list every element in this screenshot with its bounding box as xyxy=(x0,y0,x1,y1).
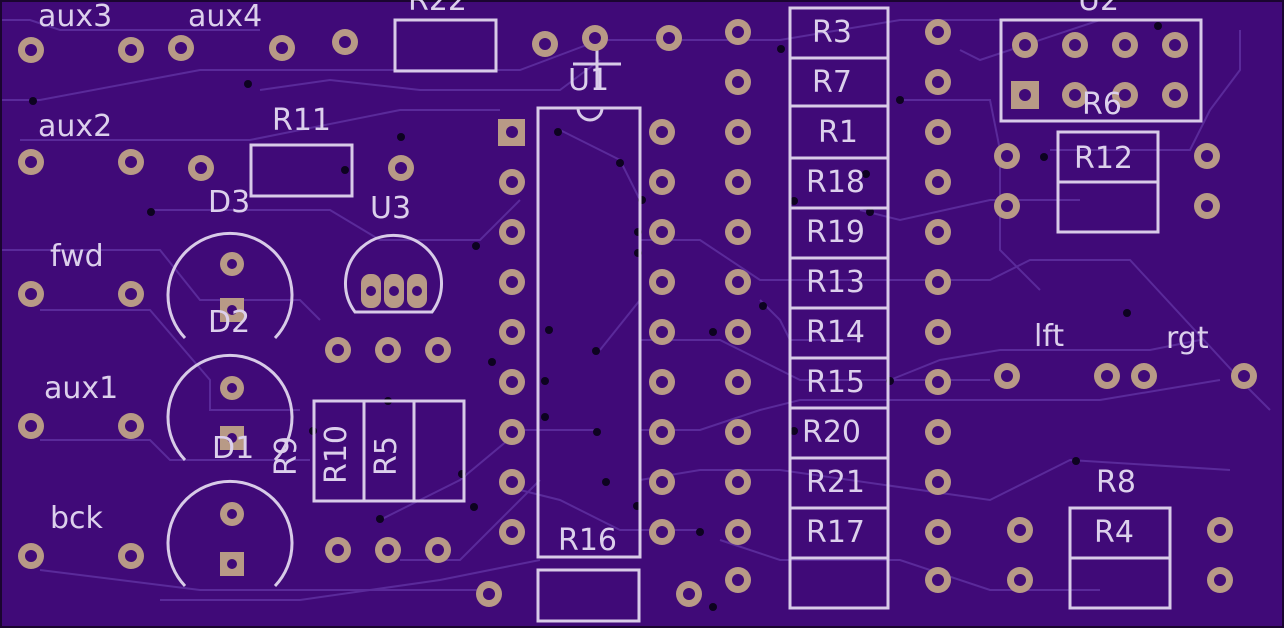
label-r11: R11 xyxy=(272,103,332,138)
stack-label: R3 xyxy=(812,15,852,50)
stack-label: R18 xyxy=(806,165,866,200)
r16-outline xyxy=(536,568,641,623)
label-u3: U3 xyxy=(370,191,412,226)
r22-outline xyxy=(393,18,498,73)
label-d2: D2 xyxy=(208,305,251,340)
u2-outline xyxy=(999,18,1203,123)
label-u2: U2 xyxy=(1078,0,1120,18)
label-r5: R5 xyxy=(369,436,404,476)
vias xyxy=(29,22,1162,611)
d1-outline xyxy=(166,479,294,588)
stack-label: R20 xyxy=(802,415,862,450)
label-bck: bck xyxy=(50,501,103,536)
stack-label: R19 xyxy=(806,215,866,250)
label-fwd: fwd xyxy=(50,239,104,274)
label-aux3: aux3 xyxy=(38,0,113,34)
stack-label: R14 xyxy=(806,315,866,350)
label-d3: D3 xyxy=(208,185,251,220)
u3-outline xyxy=(344,233,443,314)
r10-r5-outline xyxy=(312,399,466,503)
label-r8: R8 xyxy=(1096,465,1136,500)
stack-label: R15 xyxy=(806,365,866,400)
label-rgt: rgt xyxy=(1166,321,1209,356)
label-r10: R10 xyxy=(319,424,354,484)
stack-label: R7 xyxy=(812,65,852,100)
label-aux1: aux1 xyxy=(44,371,119,406)
u1-outline xyxy=(536,106,642,559)
r11-outline xyxy=(249,143,354,198)
d2-outline xyxy=(166,353,294,462)
stack-label: R21 xyxy=(806,465,866,500)
d3-outline xyxy=(166,231,294,340)
silkscreen xyxy=(166,6,1203,623)
label-r6: R6 xyxy=(1082,87,1122,122)
stack-label: R13 xyxy=(806,265,866,300)
label-d1: D1 xyxy=(212,431,255,466)
stack-label: R17 xyxy=(806,515,866,550)
label-r16: R16 xyxy=(558,523,618,558)
stack-label: R1 xyxy=(818,115,858,150)
label-r12: R12 xyxy=(1074,141,1134,176)
label-r4: R4 xyxy=(1094,515,1134,550)
label-aux2: aux2 xyxy=(38,109,113,144)
label-aux4: aux4 xyxy=(188,0,263,34)
label-lft: lft xyxy=(1034,319,1065,354)
label-r22: R22 xyxy=(408,0,468,18)
label-r9: R9 xyxy=(269,436,304,476)
label-u1: U1 xyxy=(568,63,610,98)
